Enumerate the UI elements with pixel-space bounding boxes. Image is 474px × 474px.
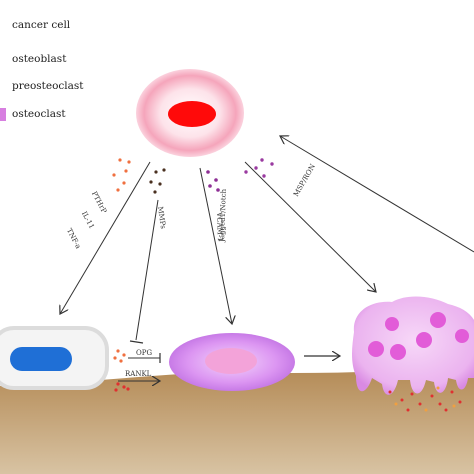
osteoclast-nucleus bbox=[390, 344, 406, 360]
rankl-dots bbox=[114, 382, 130, 392]
inhibit-bar bbox=[129, 340, 144, 344]
legend-osteoclast: osteoclast bbox=[12, 108, 66, 120]
label-rankl: RANKL bbox=[125, 370, 152, 378]
cancer-cell bbox=[136, 69, 244, 157]
osteoclast bbox=[352, 296, 474, 395]
osteoclast-nucleus bbox=[385, 317, 399, 331]
arrow-osteoclast-to-cancer bbox=[280, 136, 474, 253]
pthrp-dots bbox=[112, 158, 131, 192]
arrow-cancer-to-osteoblast bbox=[60, 161, 151, 314]
opg-dots bbox=[113, 349, 126, 363]
label-opg: OPG bbox=[136, 349, 153, 357]
resorption-dots bbox=[388, 390, 462, 412]
osteoclast-nucleus bbox=[430, 312, 446, 328]
arrow-cancer-to-preosteoclast bbox=[199, 167, 232, 324]
legend-osteoblast: osteoblast bbox=[12, 53, 67, 65]
legend-preosteoclast: preosteoclast bbox=[12, 80, 84, 92]
legend-cancer-cell: cancer cell bbox=[12, 19, 71, 31]
legend-osteoclast-swatch bbox=[0, 108, 6, 121]
osteoblast-nucleus bbox=[10, 347, 72, 371]
arrow-cancer-to-osteoclast bbox=[244, 161, 376, 292]
msp-dots bbox=[244, 158, 274, 178]
mmps-dots bbox=[149, 168, 166, 194]
vcam-dots bbox=[206, 170, 220, 192]
osteoblast bbox=[0, 326, 109, 390]
osteoclast-nucleus bbox=[455, 329, 469, 343]
bone-matrix bbox=[0, 371, 474, 474]
inhibit-mmps-to-opg bbox=[135, 199, 159, 341]
cancer-cell-nucleus bbox=[168, 101, 216, 127]
resorption-dots-orange bbox=[394, 386, 456, 412]
osteoclast-nucleus bbox=[368, 341, 384, 357]
preosteoclast-nucleus bbox=[205, 348, 257, 374]
preosteoclast bbox=[169, 333, 295, 391]
osteoclast-nucleus bbox=[416, 332, 432, 348]
